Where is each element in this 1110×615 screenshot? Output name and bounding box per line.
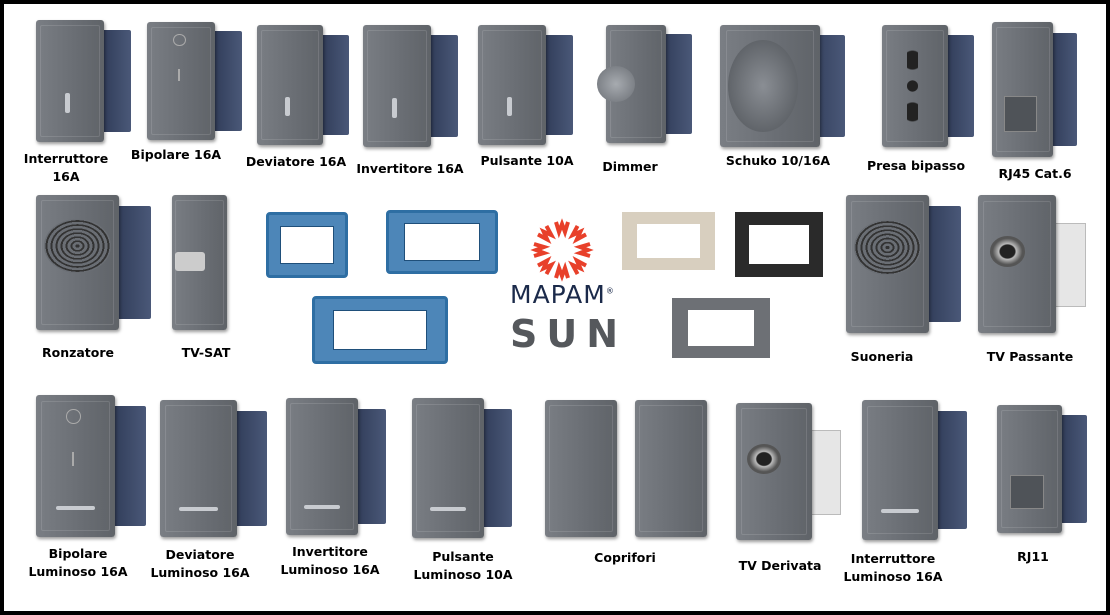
label-schuko: Schuko 10/16A <box>725 153 831 168</box>
label-tv-sat: TV-SAT <box>181 345 231 360</box>
series-name: SUN <box>510 312 628 356</box>
cover-plate-gray <box>672 298 770 358</box>
label-tv-derivata: TV Derivata <box>738 558 822 573</box>
mapam-logo-icon <box>532 218 592 280</box>
label-bipolare: Bipolare 16A <box>130 147 222 162</box>
product-schuko[interactable] <box>720 25 845 147</box>
cover-plate-black <box>735 212 823 277</box>
product-suoneria[interactable] <box>846 195 961 333</box>
label-tv-passante: TV Passante <box>986 349 1074 364</box>
support-frame-7-module <box>312 296 448 364</box>
label-presa-bipasso: Presa bipasso <box>866 158 966 173</box>
support-frame-4-module <box>386 210 498 274</box>
label-dimmer: Dimmer <box>602 159 658 174</box>
product-bipolare-16a[interactable] <box>147 22 242 140</box>
product-invertitore-16a[interactable] <box>363 25 458 147</box>
product-ronzatore[interactable] <box>36 195 151 330</box>
product-interruttore-16a[interactable] <box>36 20 131 142</box>
cover-plate-beige <box>622 212 715 270</box>
product-deviatore-luminoso[interactable] <box>160 400 267 537</box>
label-rj45: RJ45 Cat.6 <box>998 166 1072 181</box>
label-coprifori: Coprifori <box>594 550 656 565</box>
product-deviatore-16a[interactable] <box>257 25 349 145</box>
product-dimmer[interactable] <box>592 25 692 143</box>
product-pulsante-luminoso[interactable] <box>412 398 512 538</box>
product-pulsante-10a[interactable] <box>478 25 573 145</box>
support-frame-3-module <box>266 212 348 278</box>
product-interruttore-luminoso[interactable] <box>862 400 967 540</box>
product-rj45[interactable] <box>992 22 1077 157</box>
product-presa-bipasso[interactable] <box>882 25 974 147</box>
product-tv-derivata[interactable] <box>736 403 841 540</box>
product-coprifori-2[interactable] <box>635 400 707 537</box>
product-invertitore-luminoso[interactable] <box>286 398 386 535</box>
product-coprifori-1[interactable] <box>545 400 617 537</box>
brand-name: MAPAM® <box>510 280 615 309</box>
label-pulsante: Pulsante 10A <box>480 153 574 168</box>
product-bipolare-luminoso[interactable] <box>36 395 146 537</box>
product-rj11[interactable] <box>997 405 1087 533</box>
product-tv-passante[interactable] <box>978 195 1086 333</box>
product-tv-sat[interactable] <box>172 195 227 330</box>
label-deviatore: Deviatore 16A <box>245 154 347 169</box>
label-rj11: RJ11 <box>1017 549 1049 564</box>
label-invertitore: Invertitore 16A <box>356 161 464 176</box>
label-ronzatore: Ronzatore <box>41 345 115 360</box>
label-suoneria: Suoneria <box>850 349 914 364</box>
